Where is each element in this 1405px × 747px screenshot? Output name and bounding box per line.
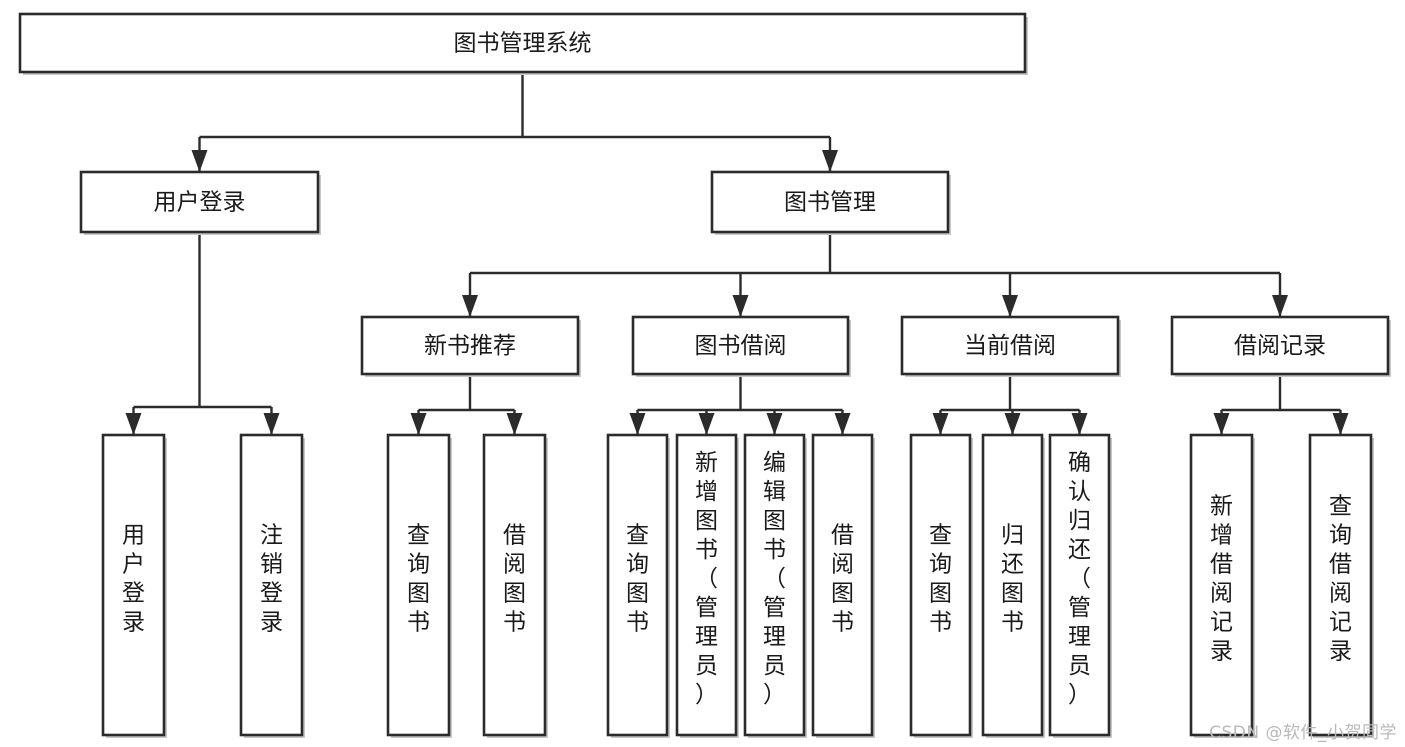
node-leaf-add-book-admin[interactable]: 新增图书（管理员）: [675, 433, 739, 738]
node-rect: [710, 170, 950, 234]
node-user-login[interactable]: 用户登录: [79, 170, 321, 235]
node-label: 图书管理系统: [454, 31, 592, 57]
node-rect: [18, 12, 1027, 74]
node-rect: [79, 170, 320, 234]
node-leaf-user-login[interactable]: 用户登录: [101, 433, 167, 738]
node-label: 查询图书: [929, 523, 952, 636]
node-leaf-edit-book-admin[interactable]: 编辑图书（管理员）: [743, 433, 807, 738]
node-new-book-rec[interactable]: 新书推荐: [360, 315, 581, 377]
edge-group-user-login: [125, 232, 280, 435]
arrow-head-icon: [766, 413, 783, 435]
node-leaf-query-book-3[interactable]: 查询图书: [909, 433, 973, 738]
arrow-head-icon: [822, 150, 838, 172]
node-leaf-borrow-book-1[interactable]: 借阅图书: [482, 433, 548, 738]
node-label: 图书管理: [784, 190, 876, 216]
node-label: 编辑图书（管理员）: [763, 450, 786, 708]
node-borrow-record[interactable]: 借阅记录: [1170, 315, 1391, 377]
arrow-head-icon: [932, 413, 949, 435]
node-label: 图书借阅: [695, 333, 787, 359]
node-label: 确认归还（管理员）: [1068, 450, 1091, 708]
node-leaf-user-logout[interactable]: 注销登录: [239, 433, 305, 738]
arrow-head-icon: [1272, 295, 1288, 317]
node-label: 查询图书: [626, 523, 649, 636]
node-leaf-query-borrow-record[interactable]: 查询借阅记录: [1308, 433, 1374, 738]
arrow-head-icon: [698, 413, 715, 435]
connector-layer: [125, 72, 1349, 435]
node-label: 查询借阅记录: [1329, 494, 1352, 665]
node-rect: [743, 433, 806, 737]
arrow-head-icon: [125, 413, 142, 435]
arrow-head-icon: [629, 413, 646, 435]
node-rect: [981, 433, 1044, 737]
node-rect: [606, 433, 669, 737]
edge-group-book-manage: [462, 232, 1288, 317]
edge-group-root: [191, 72, 838, 172]
node-label: 归还图书: [1001, 523, 1024, 636]
node-label: 注销登录: [260, 523, 283, 636]
node-leaf-add-borrow-record[interactable]: 新增借阅记录: [1189, 433, 1255, 738]
node-label: 用户登录: [154, 190, 246, 216]
node-rect: [631, 315, 850, 376]
arrow-head-icon: [410, 413, 427, 435]
node-current-borrow[interactable]: 当前借阅: [900, 315, 1121, 377]
edge-group-book-borrow: [629, 374, 851, 435]
node-label: 新增借阅记录: [1210, 494, 1233, 665]
edge-group-current-borrow: [932, 374, 1088, 435]
node-rect: [1189, 433, 1254, 737]
node-rect: [1170, 315, 1390, 376]
node-rect: [239, 433, 304, 737]
arrow-head-icon: [732, 295, 749, 317]
node-leaf-return-book[interactable]: 归还图书: [981, 433, 1045, 738]
node-label: 新增图书（管理员）: [695, 450, 718, 708]
edge-group-borrow-record: [1213, 374, 1349, 435]
node-label: 借阅图书: [503, 523, 526, 636]
arrow-head-icon: [506, 413, 523, 435]
node-leaf-borrow-book-2[interactable]: 借阅图书: [811, 433, 875, 738]
arrow-head-icon: [1002, 295, 1018, 317]
node-rect: [386, 433, 451, 737]
node-label: 借阅记录: [1234, 333, 1326, 359]
arrow-head-icon: [263, 413, 280, 435]
node-rect: [360, 315, 580, 376]
node-rect: [909, 433, 972, 737]
node-rect: [900, 315, 1120, 376]
node-book-borrow[interactable]: 图书借阅: [631, 315, 851, 377]
node-rect: [1048, 433, 1111, 737]
node-label: 查询图书: [407, 523, 430, 636]
node-rect: [101, 433, 166, 737]
node-rect: [675, 433, 738, 737]
node-label: 借阅图书: [831, 523, 854, 636]
node-leaf-confirm-return-admin[interactable]: 确认归还（管理员）: [1048, 433, 1112, 738]
node-book-manage[interactable]: 图书管理: [710, 170, 951, 235]
arrow-head-icon: [1071, 413, 1088, 435]
node-rect: [482, 433, 547, 737]
node-rect: [811, 433, 874, 737]
arrow-head-icon: [1332, 413, 1349, 435]
arrow-head-icon: [1004, 413, 1021, 435]
arrow-head-icon: [191, 150, 208, 172]
node-leaf-query-book-1[interactable]: 查询图书: [386, 433, 452, 738]
node-rect: [1308, 433, 1373, 737]
arrow-head-icon: [834, 413, 851, 435]
node-leaf-query-book-2[interactable]: 查询图书: [606, 433, 670, 738]
arrow-head-icon: [1213, 413, 1230, 435]
node-label: 用户登录: [122, 523, 145, 636]
node-label: 新书推荐: [424, 333, 516, 359]
node-root[interactable]: 图书管理系统: [18, 12, 1028, 75]
edge-group-new-book-rec: [410, 374, 523, 435]
arrow-head-icon: [462, 295, 478, 317]
node-layer: 图书管理系统用户登录图书管理新书推荐图书借阅当前借阅借阅记录用户登录注销登录查询…: [18, 12, 1391, 738]
node-label: 当前借阅: [964, 333, 1056, 359]
